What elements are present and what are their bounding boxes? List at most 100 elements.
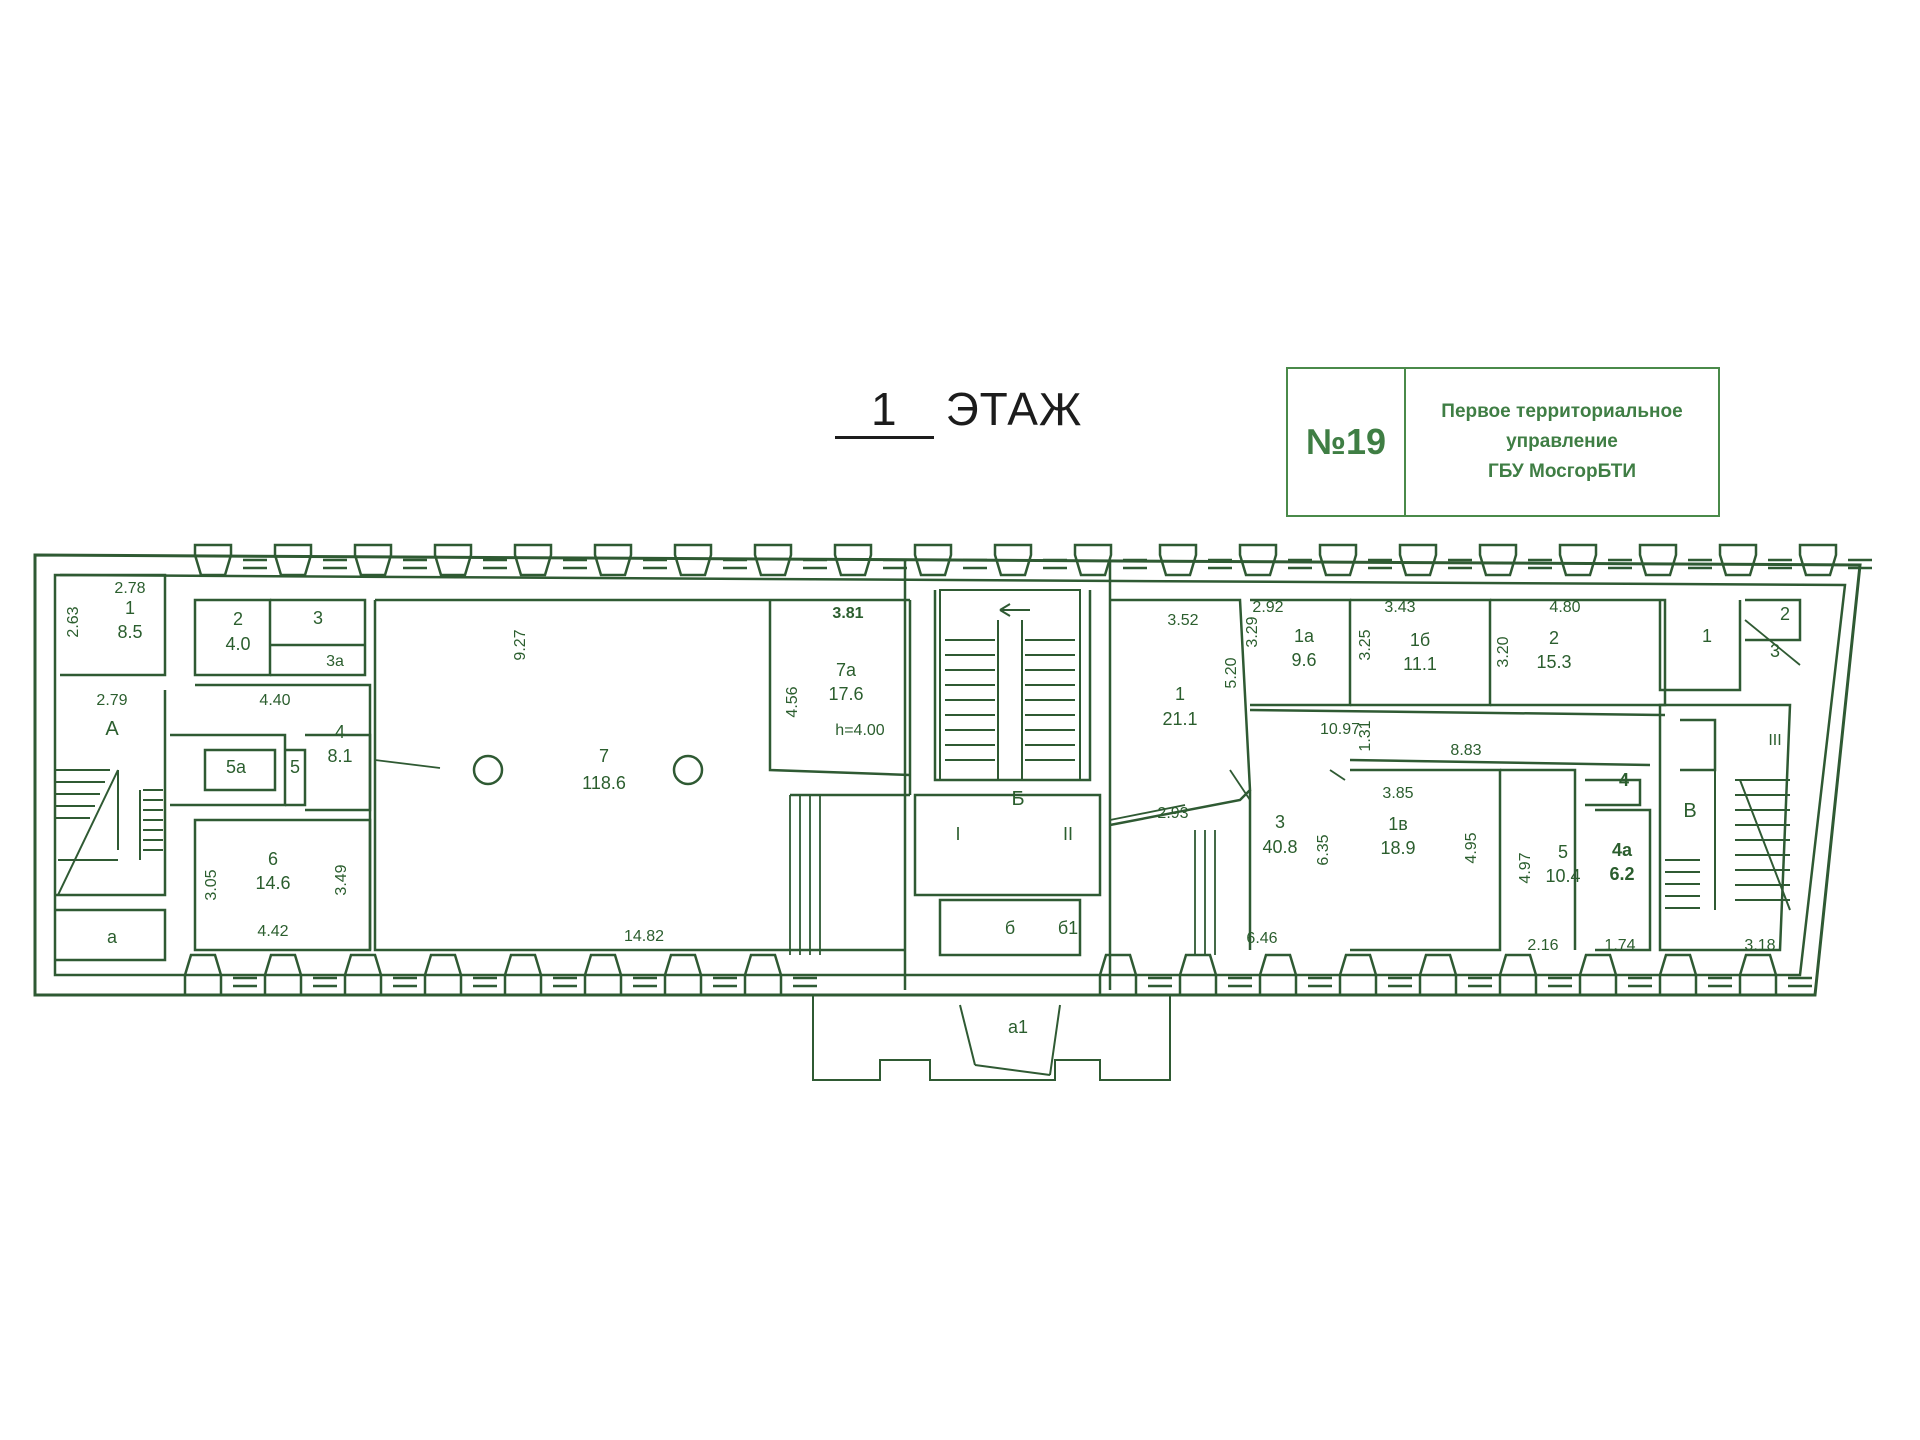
window — [483, 558, 507, 570]
window-pier — [663, 953, 703, 997]
window — [963, 558, 987, 570]
label-dim: 3.85 — [1382, 785, 1413, 802]
stair-7-landing — [789, 795, 1216, 955]
window-pier — [1738, 953, 1778, 997]
window-pier — [1718, 543, 1758, 577]
window-pier — [1098, 953, 1138, 997]
label-room: б — [1005, 918, 1015, 938]
window-pier — [1478, 543, 1518, 577]
label-room: 1 — [1175, 684, 1185, 704]
stamp-line-3: ГБУ МосгорБТИ — [1487, 461, 1637, 482]
label-room: 3 — [1770, 641, 1780, 661]
label-area: 21.1 — [1162, 709, 1197, 729]
label-dim: 1.74 — [1604, 937, 1635, 954]
partition-wall — [1349, 758, 1651, 767]
label-area: 15.3 — [1536, 652, 1571, 672]
window-pier — [583, 953, 623, 997]
window-pier — [263, 953, 303, 997]
label-stair: А — [105, 718, 119, 740]
label-dim: 3.49 — [333, 864, 350, 895]
window — [1043, 558, 1067, 570]
partition-wall — [1500, 768, 1577, 950]
label-room: 1 — [1702, 626, 1712, 646]
label-room: 1а — [1294, 626, 1315, 646]
window — [1148, 976, 1172, 988]
stamp-line-2: управление — [1506, 431, 1618, 452]
window-pier — [593, 543, 633, 577]
inner-wall — [53, 573, 1847, 977]
label-dim: 3.05 — [203, 869, 220, 900]
label-stair: В — [1683, 800, 1696, 822]
window — [243, 558, 267, 570]
window — [1788, 976, 1812, 988]
label-dim: 2.16 — [1527, 937, 1558, 954]
window — [1768, 558, 1792, 570]
label-room: 7а — [836, 660, 857, 680]
label-room: I — [955, 824, 960, 844]
partition-wall — [1490, 598, 1667, 707]
door — [1229, 769, 1251, 801]
stamp-text: Первое территориальное управление ГБУ Мо… — [1406, 369, 1718, 515]
label-dim: 6.35 — [1315, 834, 1332, 865]
label-room: 5а — [226, 757, 247, 777]
window-pier — [343, 953, 383, 997]
window — [1388, 976, 1412, 988]
label-area: 10.4 — [1545, 866, 1580, 886]
partition-wall — [1680, 718, 1717, 772]
window-pier — [183, 953, 223, 997]
entrance-porch — [812, 995, 1171, 1081]
label-stair: а — [107, 927, 118, 947]
partition-wall — [938, 898, 1082, 957]
window-pier — [673, 543, 713, 577]
door — [374, 759, 441, 769]
partition-wall — [60, 573, 167, 677]
stair-v — [1665, 720, 1791, 911]
partition-wall — [1658, 600, 1742, 692]
partition-wall — [203, 748, 277, 792]
label-room: 2 — [233, 609, 243, 629]
label-dim: 4.40 — [259, 692, 290, 709]
label-room: II — [1063, 824, 1073, 844]
label-area: 4.0 — [225, 634, 250, 654]
window — [403, 558, 427, 570]
window-pier — [1798, 543, 1838, 577]
window — [713, 976, 737, 988]
label-room: 1 — [125, 598, 135, 618]
label-area: 18.9 — [1380, 838, 1415, 858]
window-pier — [833, 543, 873, 577]
partition-wall — [270, 598, 367, 677]
window — [1208, 558, 1232, 570]
door — [1744, 619, 1801, 666]
label-area: 40.8 — [1262, 837, 1297, 857]
window — [1628, 976, 1652, 988]
label-room: 7 — [599, 746, 609, 766]
label-dim: 2.78 — [114, 580, 145, 597]
label-dim: 14.82 — [624, 928, 664, 945]
window — [1123, 558, 1147, 570]
label-room: 3 — [313, 608, 323, 628]
partition-wall — [1595, 808, 1652, 952]
floor-number: 1 — [835, 382, 934, 439]
label-dim: 4.42 — [257, 923, 288, 940]
label-room: 3 — [1275, 812, 1285, 832]
label-area: 9.6 — [1291, 650, 1316, 670]
window-pier — [503, 953, 543, 997]
label-room: 1б — [1410, 630, 1430, 650]
stamp-number: №19 — [1288, 369, 1406, 515]
partition-wall — [373, 600, 905, 952]
label-dim: 3.81 — [832, 605, 863, 622]
window — [1528, 558, 1552, 570]
label-room: 3а — [326, 653, 344, 670]
columns — [472, 754, 704, 786]
label-room: 2 — [1780, 604, 1790, 624]
window-pier — [353, 543, 393, 577]
label-dim: 2.63 — [65, 606, 82, 637]
window-pier — [1238, 543, 1278, 577]
label-dim: 3.20 — [1495, 636, 1512, 667]
window-pier — [1258, 953, 1298, 997]
label-room: III — [1768, 732, 1781, 749]
window-pier — [743, 953, 783, 997]
window-pier — [1558, 543, 1598, 577]
label-dim: 3.18 — [1744, 937, 1775, 954]
